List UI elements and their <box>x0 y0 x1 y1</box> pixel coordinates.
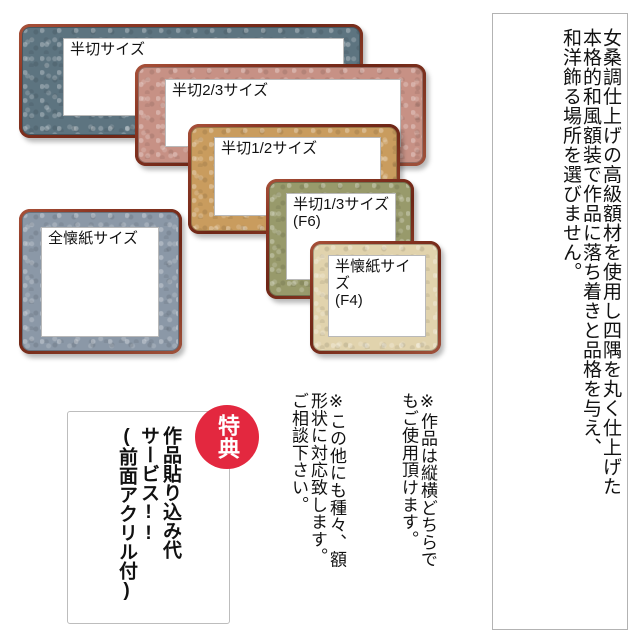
note-custom-shapes: ※この他にも種々、額形状に対応致します。ご相談下さい。 <box>289 392 346 568</box>
frame-paper-area: 全懐紙サイズ <box>41 227 159 337</box>
note-column: 形状に対応致します。 <box>308 392 327 565</box>
benefit-column: サービス!! <box>138 426 159 544</box>
benefit-box: 作品貼り込み代サービス!!(前面アクリル付) <box>67 411 230 624</box>
note-column: ※この他にも種々、額 <box>327 392 346 568</box>
frame-size-label: 半懐紙サイズ (F4) <box>335 258 411 309</box>
frame-zen-kaishi: 全懐紙サイズ <box>19 209 182 354</box>
frame-size-label: 全懐紙サイズ <box>48 230 139 247</box>
frame-size-label: 半切1/3サイズ (F6) <box>293 196 390 230</box>
benefit-badge-label: 特典 <box>215 414 240 460</box>
note-column: ※作品は縦横どちらで <box>418 392 437 568</box>
note-column: ご相談下さい。 <box>289 392 308 514</box>
product-description: 女桑調仕上げの高級額材を使用し四隅を丸く仕上げた本格的和風額装で作品に落ち着きと… <box>492 13 628 630</box>
benefit-badge: 特典 <box>195 405 259 469</box>
frame-size-label: 半切サイズ <box>70 41 146 58</box>
benefit-column: (前面アクリル付) <box>116 426 137 601</box>
description-column: 和洋飾る場所を選びません。 <box>560 28 581 282</box>
note-column: もご使用頂けます。 <box>399 392 418 548</box>
benefit-column: 作品貼り込み代 <box>160 426 181 559</box>
frame-paper-area: 半懐紙サイズ (F4) <box>328 255 426 337</box>
description-column: 本格的和風額装で作品に落ち着きと品格を与え、 <box>580 28 601 457</box>
frame-han-kaishi-f4: 半懐紙サイズ (F4) <box>310 241 441 354</box>
frame-size-label: 半切2/3サイズ <box>172 82 269 99</box>
frame-size-label: 半切1/2サイズ <box>221 140 318 157</box>
note-orientation: ※作品は縦横どちらでもご使用頂けます。 <box>399 392 437 568</box>
description-column: 女桑調仕上げの高級額材を使用し四隅を丸く仕上げた <box>600 28 621 496</box>
frame-hanseru-2-3: 半切2/3サイズ <box>135 64 426 166</box>
